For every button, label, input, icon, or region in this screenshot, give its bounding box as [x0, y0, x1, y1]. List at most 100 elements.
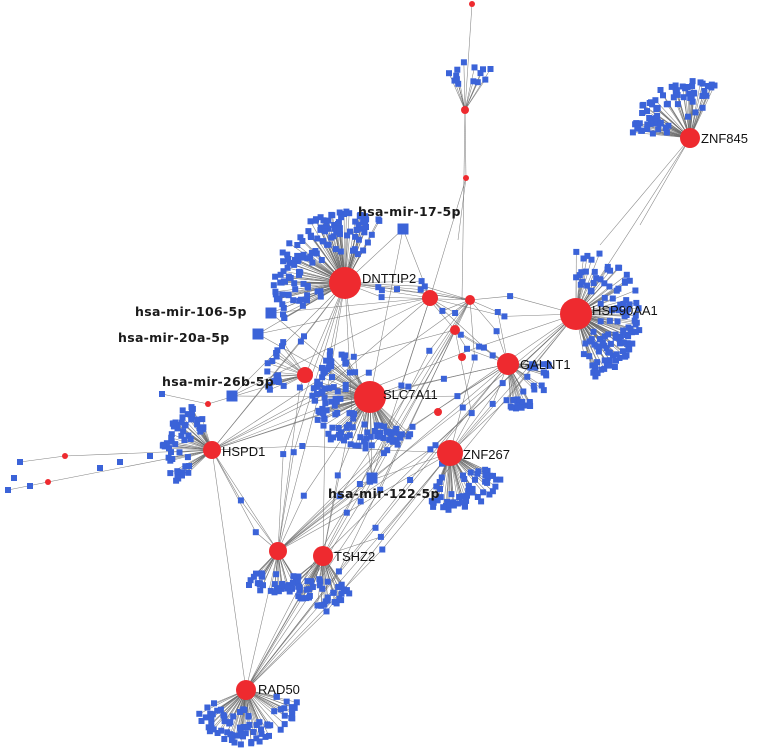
- mirna-node[interactable]: [478, 498, 485, 505]
- mirna-node[interactable]: [284, 251, 291, 258]
- mirna-node[interactable]: [321, 394, 328, 401]
- mirna-node[interactable]: [350, 353, 357, 360]
- mirna-node[interactable]: [616, 340, 623, 347]
- mirna-node[interactable]: [532, 364, 539, 371]
- mirna-node[interactable]: [280, 258, 287, 265]
- mirna-node[interactable]: [320, 238, 327, 245]
- mirna-node[interactable]: [597, 318, 604, 325]
- mirna-node[interactable]: [445, 506, 452, 513]
- mirna-node[interactable]: [184, 411, 191, 418]
- mirna-node[interactable]: [352, 233, 359, 240]
- mirna-node[interactable]: [523, 402, 530, 409]
- mirna-node[interactable]: [545, 362, 552, 369]
- mirna-node[interactable]: [392, 429, 399, 436]
- mirna-node[interactable]: [298, 296, 304, 303]
- mirna-node[interactable]: [221, 718, 228, 725]
- mirna-node[interactable]: [657, 87, 664, 93]
- mirna-node[interactable]: [490, 472, 496, 479]
- mirna-node[interactable]: [349, 424, 356, 431]
- mirna-node[interactable]: [349, 410, 355, 417]
- mirna-node[interactable]: [117, 459, 123, 465]
- mirna-node[interactable]: [499, 380, 506, 387]
- mirna-node[interactable]: [662, 124, 669, 131]
- mirna-node[interactable]: [357, 225, 364, 232]
- mirna-node[interactable]: [590, 280, 597, 286]
- mirna-node[interactable]: [260, 582, 266, 589]
- mirna-node[interactable]: [172, 419, 179, 426]
- mirna-node[interactable]: [686, 90, 693, 97]
- mirna-node[interactable]: [173, 477, 180, 484]
- mirna-node[interactable]: [503, 397, 510, 404]
- mirna-node[interactable]: [198, 718, 205, 724]
- mirna-node[interactable]: [289, 715, 296, 722]
- mirna-node[interactable]: [421, 283, 428, 290]
- mirna-node[interactable]: [295, 573, 302, 580]
- mirna-node[interactable]: [617, 301, 624, 308]
- mirna-node[interactable]: [464, 345, 470, 352]
- mirna-node[interactable]: [211, 700, 217, 707]
- mirna-node[interactable]: [632, 121, 639, 128]
- mirna-node[interactable]: [606, 283, 613, 290]
- mirna-node[interactable]: [214, 707, 221, 714]
- mirna-node[interactable]: [608, 307, 615, 314]
- mirna-node[interactable]: [220, 712, 227, 719]
- mirna-node[interactable]: [394, 286, 400, 293]
- mirna-node[interactable]: [326, 352, 333, 359]
- mirna-node[interactable]: [599, 339, 606, 346]
- mirna-node[interactable]: [372, 524, 379, 531]
- mirna-node[interactable]: [320, 217, 327, 224]
- mirna-node[interactable]: [633, 299, 640, 306]
- mirna-node[interactable]: [323, 608, 330, 615]
- mirna-node[interactable]: [438, 474, 445, 481]
- mirna-node[interactable]: [336, 493, 343, 500]
- mirna-node[interactable]: [690, 89, 697, 96]
- mirna-node[interactable]: [457, 331, 464, 338]
- mirna-node[interactable]: [178, 419, 185, 426]
- mirna-node[interactable]: [471, 354, 478, 361]
- mirna-node[interactable]: [670, 94, 677, 101]
- mirna-node[interactable]: [294, 242, 301, 248]
- mirna-node[interactable]: [433, 483, 440, 490]
- mirna-node[interactable]: [308, 578, 315, 585]
- mirna-node[interactable]: [204, 704, 211, 711]
- mirna-node[interactable]: [342, 381, 349, 388]
- mirna-node[interactable]: [375, 284, 382, 291]
- mirna-node[interactable]: [307, 253, 314, 260]
- mirna-node[interactable]: [625, 306, 632, 312]
- mirna-node[interactable]: [194, 421, 201, 428]
- mirna-node[interactable]: [196, 425, 203, 432]
- mirna-node[interactable]: [247, 577, 254, 584]
- mirna-node[interactable]: [305, 228, 312, 235]
- mirna-node[interactable]: [380, 450, 387, 457]
- mirna-node[interactable]: [319, 585, 326, 592]
- mirna-node[interactable]: [336, 209, 343, 216]
- mirna-node[interactable]: [586, 353, 593, 360]
- mirna-node[interactable]: [493, 328, 500, 335]
- mirna-node[interactable]: [378, 294, 385, 301]
- gene-node-s6[interactable]: [458, 353, 466, 361]
- mirna-node[interactable]: [489, 352, 496, 359]
- mirna-node[interactable]: [680, 94, 687, 101]
- mirna-node[interactable]: [375, 216, 382, 223]
- mirna-node[interactable]: [168, 434, 175, 441]
- mirna-node[interactable]: [580, 351, 587, 358]
- mirna-node[interactable]: [296, 271, 302, 278]
- mirna-node[interactable]: [326, 385, 332, 392]
- mirna-node[interactable]: [188, 416, 195, 423]
- gene-node-s11[interactable]: [205, 401, 211, 407]
- mirna-node[interactable]: [280, 278, 287, 285]
- mirna-node[interactable]: [275, 378, 282, 385]
- mirna-node[interactable]: [288, 704, 295, 711]
- mirna-node[interactable]: [632, 312, 639, 319]
- mirna-node[interactable]: [685, 113, 691, 120]
- mirna-node[interactable]: [323, 407, 330, 414]
- mirna-node[interactable]: [426, 347, 433, 354]
- mirna-node[interactable]: [612, 331, 619, 338]
- mirna-node[interactable]: [596, 250, 603, 257]
- mirna-node[interactable]: [179, 472, 185, 479]
- mirna-node[interactable]: [692, 109, 699, 116]
- mirna-node[interactable]: [286, 259, 293, 266]
- mirna-node[interactable]: [240, 724, 247, 730]
- mirna-node[interactable]: [687, 95, 694, 101]
- mirna-node[interactable]: [284, 585, 291, 592]
